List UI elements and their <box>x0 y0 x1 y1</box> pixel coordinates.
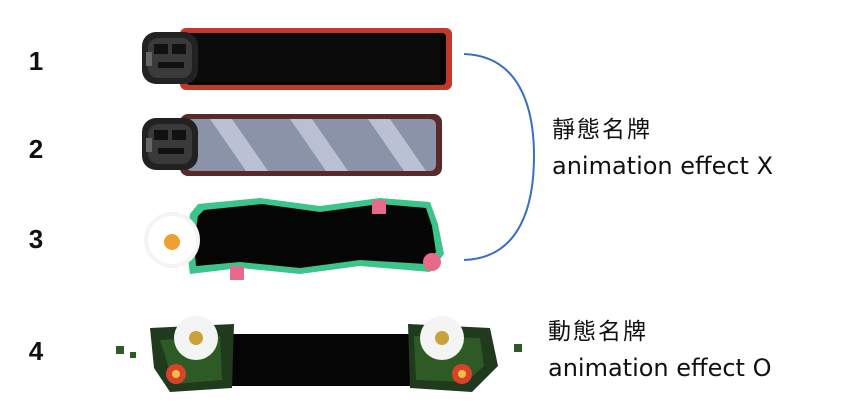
caption-animated-cjk: 動態名牌 <box>548 319 648 345</box>
caption-static-en: animation effect X <box>552 152 774 180</box>
caption-animated: 動態名牌 animation effect O <box>548 314 771 386</box>
nameplate-1 <box>140 22 458 96</box>
daisy-icon-right <box>420 316 464 360</box>
nameplate-2 <box>140 108 458 182</box>
row-number-2: 2 <box>28 134 44 164</box>
nameplate-2-stripes <box>210 119 426 171</box>
caption-static-cjk: 靜態名牌 <box>552 117 652 143</box>
pink-flower-icon <box>372 200 386 214</box>
daisy-icon-left <box>174 316 218 360</box>
pink-flower-icon-3 <box>423 253 441 271</box>
skull-icon-2 <box>142 118 198 170</box>
daisy-icon <box>144 212 200 268</box>
pink-flower-icon-2 <box>230 266 244 280</box>
row-number-4: 4 <box>28 336 44 366</box>
nameplate-3 <box>140 184 460 288</box>
caption-static: 靜態名牌 animation effect X <box>552 112 773 184</box>
row-number-3: 3 <box>28 224 44 254</box>
row-number-1: 1 <box>28 46 44 76</box>
bracket <box>462 52 542 264</box>
nameplate-4-body <box>222 334 418 386</box>
nameplate-4 <box>110 306 530 398</box>
caption-animated-en: animation effect O <box>548 354 772 382</box>
skull-icon <box>142 32 198 84</box>
nameplate-3-body <box>194 204 436 268</box>
